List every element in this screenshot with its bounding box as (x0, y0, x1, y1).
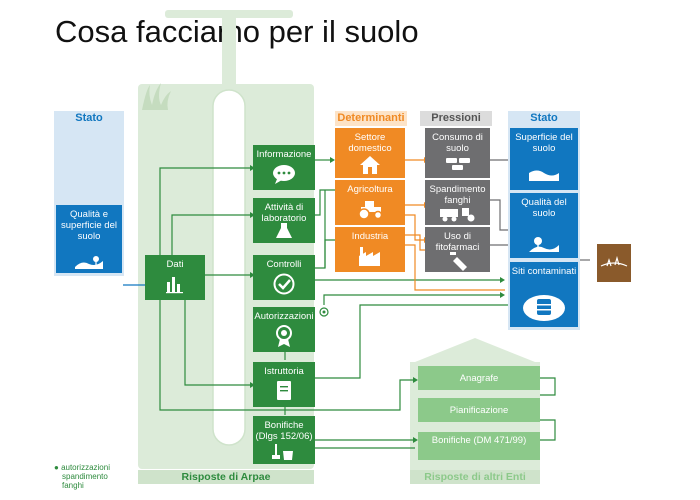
box-istruttoria: Istruttoria (253, 362, 315, 407)
shovel-icon (272, 444, 293, 460)
box-controlli: Controlli (253, 255, 315, 300)
terrain-icon (529, 170, 559, 181)
bricks-icon (445, 158, 470, 170)
box-autorizzazioni-label: Autorizzazioni (254, 311, 314, 322)
footer-risposte-altri-enti: Risposte di altri Enti (410, 470, 540, 484)
legend-text-1: autorizzazioni (61, 463, 110, 472)
box-uso-fitofarmaci: Uso di fitofarmaci (425, 227, 490, 272)
box-attivita-laboratorio: Attività di laboratorio (253, 198, 315, 243)
legend-line-2: spandimento (62, 472, 108, 481)
box-pianificazione: Pianificazione (418, 398, 540, 422)
tree-landscape-icon (529, 237, 559, 252)
box-consumo-suolo: Consumo di suolo (425, 128, 490, 178)
legend-line-1: ● autorizzazioni (54, 463, 110, 472)
box-controlli-label: Controlli (266, 259, 302, 270)
header-pressioni: Pressioni (420, 111, 492, 126)
box-qualita-label: Qualità del suolo (521, 197, 567, 219)
box-qualita-superficie-label: Qualità e superficie del suolo (61, 209, 117, 242)
box-bonifiche-enti-label: Bonifiche (DM 471/99) (431, 435, 527, 446)
box-dati: Dati (145, 255, 205, 300)
box-settore-label: Settore domestico (348, 132, 392, 154)
spreader-icon (439, 208, 474, 222)
house-icon (360, 156, 380, 174)
box-bonifiche-arpae-label: Bonifiche (Dlgs 152/06) (255, 420, 313, 442)
box-superficie-label: Superficie del suolo (515, 132, 573, 154)
rosette-icon (276, 325, 292, 347)
box-agricoltura: Agricoltura (335, 180, 405, 225)
sprayer-icon (449, 252, 467, 271)
box-settore-domestico: Settore domestico (335, 128, 405, 178)
box-spandimento-fanghi: Spandimento fanghi (425, 180, 490, 225)
tractor-icon (358, 201, 383, 220)
contaminated-barrel-icon (523, 295, 565, 321)
header-stato-left: Stato (54, 111, 124, 126)
document-icon (277, 381, 291, 400)
landscape-icon (75, 256, 103, 269)
box-consumo-label: Consumo di suolo (432, 132, 483, 154)
factory-icon (359, 247, 380, 266)
box-informazione: Informazione (253, 145, 315, 190)
box-attivita-label: Attività di laboratorio (261, 202, 307, 224)
box-pianificazione-label: Pianificazione (449, 405, 509, 416)
box-qualita-superficie: Qualità e superficie del suolo (56, 205, 122, 273)
box-industria: Industria (335, 227, 405, 272)
box-istruttoria-label: Istruttoria (264, 366, 304, 377)
box-uso-label: Uso di fitofarmaci (435, 231, 480, 253)
box-siti-label: Siti contaminati (511, 266, 577, 277)
legend-line-3: fanghi (62, 481, 84, 490)
soil-sample-icon (597, 244, 631, 282)
box-bonifiche-enti: Bonifiche (DM 471/99) (418, 432, 540, 460)
box-informazione-label: Informazione (256, 149, 312, 160)
header-stato-right: Stato (508, 111, 580, 126)
footer-risposte-arpae: Risposte di Arpae (138, 470, 314, 484)
speech-bubble-icon (273, 165, 295, 184)
box-anagrafe: Anagrafe (418, 366, 540, 390)
box-autorizzazioni: Autorizzazioni (253, 307, 315, 352)
page-title: Cosa facciamo per il suolo (55, 14, 419, 49)
box-bonifiche-arpae: Bonifiche (Dlgs 152/06) (253, 416, 315, 464)
checkmark-icon (273, 273, 295, 295)
box-industria-label: Industria (351, 231, 389, 242)
box-qualita-suolo: Qualità del suolo (510, 193, 578, 258)
header-determinanti: Determinanti (335, 111, 407, 126)
box-anagrafe-label: Anagrafe (459, 373, 499, 384)
box-siti-contaminati: Siti contaminati (510, 262, 578, 327)
box-dati-label: Dati (166, 259, 184, 270)
bar-chart-icon (166, 277, 183, 294)
box-agricoltura-label: Agricoltura (347, 184, 393, 195)
box-superficie-suolo: Superficie del suolo (510, 128, 578, 190)
flask-icon (276, 223, 292, 238)
legend: ● autorizzazioni spandimento fanghi (54, 463, 110, 490)
box-spandimento-label: Spandimento fanghi (429, 184, 486, 206)
